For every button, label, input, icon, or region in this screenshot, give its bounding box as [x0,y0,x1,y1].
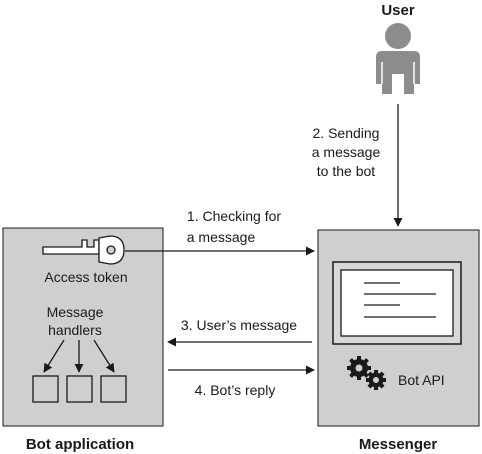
handlers-label-line2: handlers [48,322,102,338]
handlers-label-line1: Message [47,304,104,320]
access-token-label: Access token [44,269,127,285]
step2-line2: a message [312,144,381,160]
step2-line3: to the bot [317,163,375,179]
handler-box [32,375,59,403]
user-label: User [381,2,415,19]
bot-application-label: Bot application [26,436,134,453]
user-icon [376,23,420,94]
handler-box [66,375,93,403]
handler-arrow-right [93,339,115,373]
handler-box [100,375,127,403]
step3-label: 3. User’s message [181,317,297,333]
handler-arrow-left [43,339,65,373]
key-icon [42,235,125,265]
step1-line2: a message [187,229,256,245]
messenger-label: Messenger [359,436,438,453]
step1-line1: 1. Checking for [187,208,281,224]
step2-line1: 2. Sending [313,125,380,141]
bot-api-label: Bot API [398,372,445,388]
gears-icon [347,356,386,390]
bot-application-box [2,227,164,427]
screen-icon [332,261,462,345]
step4-label: 4. Bot’s reply [195,382,276,398]
